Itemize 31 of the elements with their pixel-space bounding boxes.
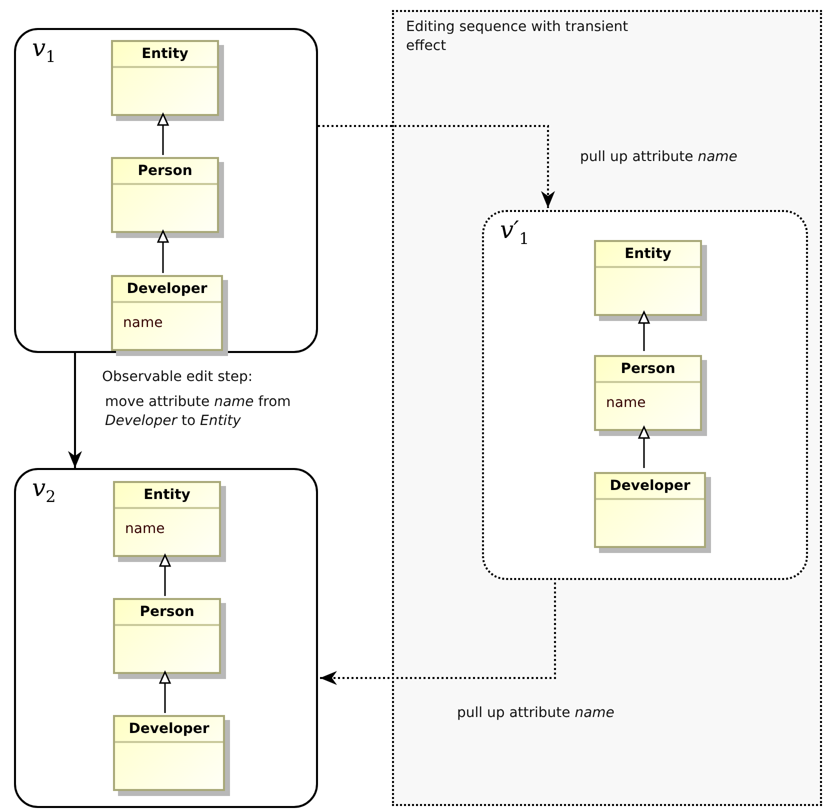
panel-title: Editing sequence with transient effect — [406, 18, 630, 56]
inheritance-arrow — [638, 311, 650, 351]
inheritance-arrow — [157, 113, 169, 155]
edge-label: pull up attribute name — [578, 148, 740, 167]
attribute-text: name — [125, 521, 165, 537]
inheritance-arrow — [159, 671, 171, 713]
class-name: Person — [113, 159, 217, 185]
dotted-arrow — [318, 125, 555, 208]
inheritance-arrow — [159, 554, 171, 596]
edge-label: pull up attribute name — [455, 704, 616, 723]
model-version-box — [482, 210, 808, 580]
model-version-box — [14, 28, 318, 353]
class-name: Entity — [115, 483, 219, 509]
class-name: Developer — [115, 717, 223, 743]
class-name: Developer — [113, 277, 221, 303]
class-name: Person — [115, 600, 219, 626]
attribute-text: name — [123, 315, 163, 331]
class-name: Person — [596, 357, 700, 383]
inheritance-arrow — [638, 426, 650, 468]
class-name: Entity — [596, 242, 700, 268]
version-label: v$_{2}$ — [32, 476, 56, 505]
model-version-box — [14, 468, 318, 808]
dotted-arrow — [320, 578, 556, 685]
class-name: Entity — [113, 42, 217, 68]
version-label: v$_{1}$ — [32, 36, 56, 65]
class-name: Developer — [596, 474, 704, 500]
attribute-text: name — [606, 395, 646, 411]
inheritance-arrow — [157, 230, 169, 273]
editing-sequence-panel — [392, 10, 822, 806]
version-label: v′$_{1}$ — [500, 218, 530, 247]
arrow — [68, 353, 82, 468]
